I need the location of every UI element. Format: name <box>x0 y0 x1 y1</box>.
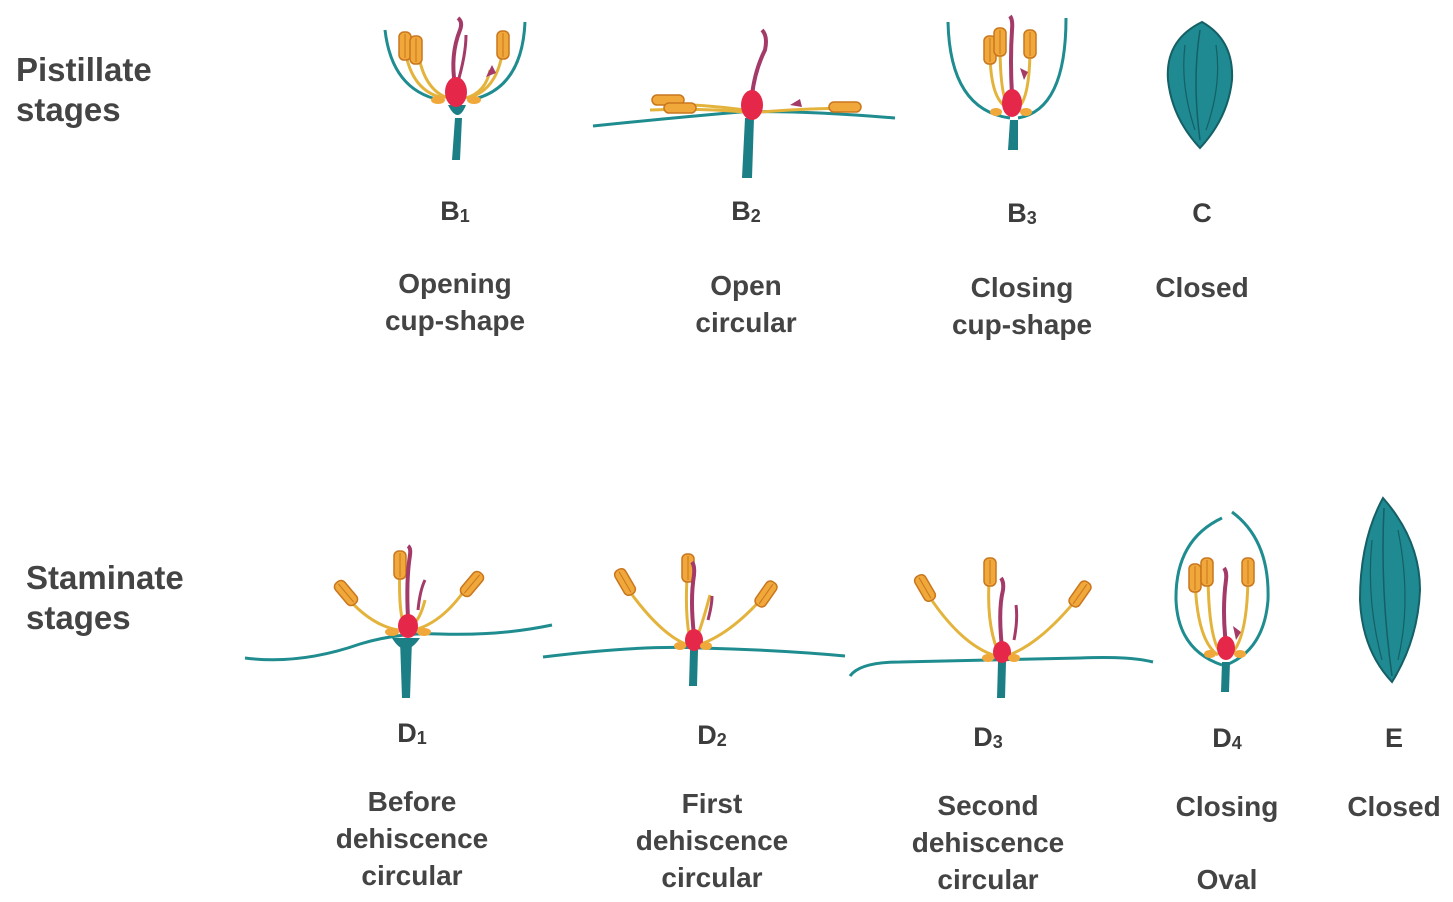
stage-d4-desc-line3: Oval <box>1176 861 1279 898</box>
flower-d3 <box>850 558 1153 698</box>
stage-b1-code: B1 <box>385 196 525 227</box>
stage-c: C Closed <box>1155 198 1248 306</box>
stage-d2-code: D2 <box>636 720 789 751</box>
stage-d3-desc-line1: Second <box>912 787 1065 824</box>
stage-b3-desc-line1: Closing <box>952 269 1092 306</box>
stage-b1-desc-line1: Opening <box>385 265 525 302</box>
flower-d1 <box>245 546 552 698</box>
flower-d4 <box>1176 512 1268 692</box>
stage-d3: D3 Second dehiscence circular <box>912 722 1065 898</box>
flower-e-closed-bud <box>1360 498 1420 682</box>
stage-d3-desc-line3: circular <box>912 861 1065 898</box>
stage-d3-desc-line2: dehiscence <box>912 824 1065 861</box>
stage-b2-desc-line1: Open <box>695 267 796 304</box>
stage-e-code: E <box>1347 723 1440 754</box>
flower-b3 <box>948 16 1066 150</box>
stage-e-desc-line1: Closed <box>1347 788 1440 825</box>
stage-d2: D2 First dehiscence circular <box>636 720 789 896</box>
stage-b2: B2 Open circular <box>695 196 796 341</box>
stage-b3: B3 Closing cup-shape <box>952 198 1092 343</box>
stage-d1-desc-line1: Before <box>336 783 489 820</box>
flower-c-closed-bud <box>1168 22 1232 148</box>
stage-d2-desc-line2: dehiscence <box>636 822 789 859</box>
stage-d1-code: D1 <box>336 718 489 749</box>
stage-b3-code: B3 <box>952 198 1092 229</box>
stage-c-desc-line1: Closed <box>1155 269 1248 306</box>
stage-b1: B1 Opening cup-shape <box>385 196 525 339</box>
stage-d1: D1 Before dehiscence circular <box>336 718 489 894</box>
flower-b2 <box>593 30 895 178</box>
stage-b3-desc-line2: cup-shape <box>952 306 1092 343</box>
flower-b1 <box>385 18 525 160</box>
stage-d4: D4 Closing Oval <box>1176 723 1279 898</box>
stage-e: E Closed <box>1347 723 1440 825</box>
stage-d1-desc-line3: circular <box>336 857 489 894</box>
flower-d2 <box>543 554 845 686</box>
stage-d1-desc-line2: dehiscence <box>336 820 489 857</box>
stage-d2-desc-line3: circular <box>636 859 789 896</box>
stage-d3-code: D3 <box>912 722 1065 753</box>
stage-d4-code: D4 <box>1176 723 1279 754</box>
stage-d4-desc-line1: Closing <box>1176 788 1279 825</box>
stage-b2-code: B2 <box>695 196 796 227</box>
stage-d2-desc-line1: First <box>636 785 789 822</box>
stage-c-code: C <box>1155 198 1248 229</box>
stage-b2-desc-line2: circular <box>695 304 796 341</box>
stage-b1-desc-line2: cup-shape <box>385 302 525 339</box>
